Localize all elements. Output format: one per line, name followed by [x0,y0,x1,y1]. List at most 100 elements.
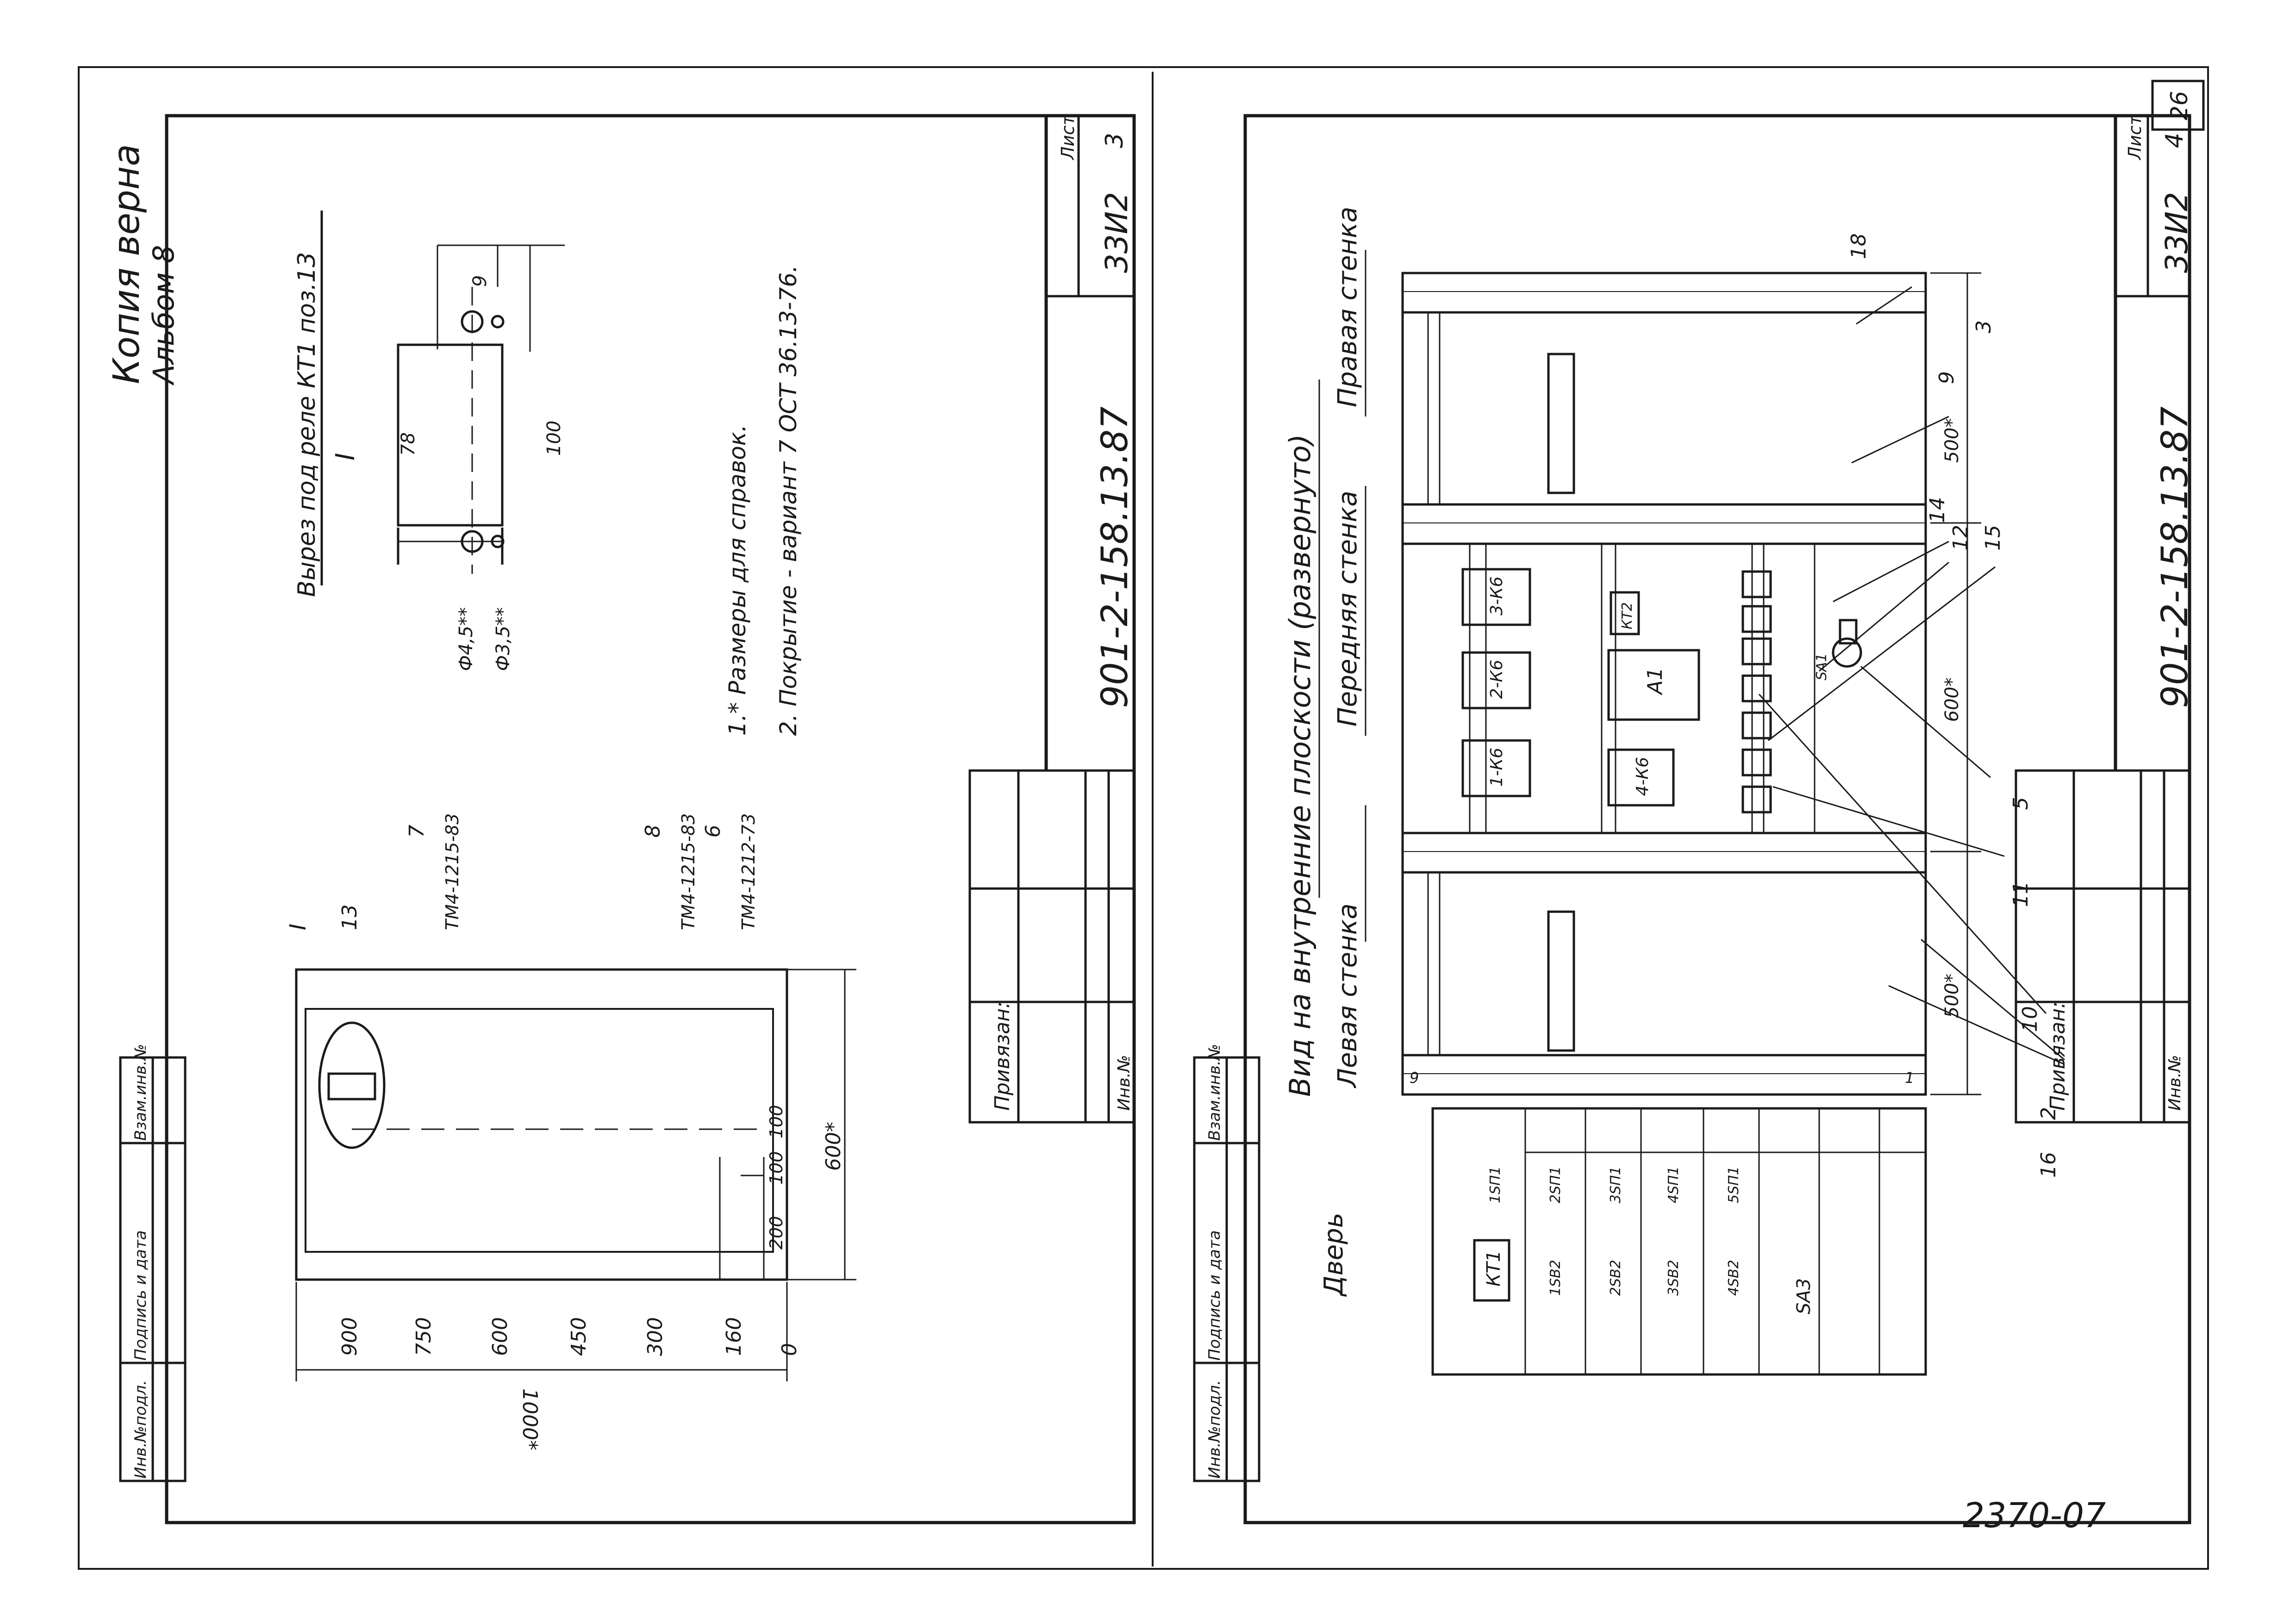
callout-14: 14 [1926,497,1949,523]
corner-number: 26 [2166,91,2193,120]
door-lamp-5: 5SП1 [1726,1166,1742,1203]
sheet3-privyazan-table [968,769,1136,1124]
sheet4-privyazan-table [2015,769,2191,1124]
stamp-vzam: Взам.инв.№ [131,1044,150,1141]
stamp4-inv-orig: Инв.№подл. [1205,1380,1224,1479]
stamp4-vzam: Взам.инв.№ [1205,1044,1224,1141]
dim-600s4: 600* [1941,678,1963,722]
dim-1000: 1000* [518,1388,542,1450]
callout-9: 9 [1935,371,1959,384]
block-2-k6-label: 2-К6 [1487,660,1506,699]
door-relay-kt1 [1473,1239,1510,1302]
block-1-k6-label: 1-К6 [1487,748,1506,787]
dim-78: 78 [398,432,419,456]
archive-number: 2370-07 [1963,1496,2106,1536]
callout-7: 7 [405,825,429,838]
note1: 1.* Размеры для справок. [724,424,751,736]
door-btn-1: 1SВ2 [1547,1260,1564,1296]
dim-500a: 500* [1941,418,1963,463]
row-dim-750: 750 [412,1317,436,1356]
door-relay-label: КТ1 [1483,1250,1504,1287]
sheet4-doc-code: 901-2-158.13.87 [2154,406,2196,708]
callout-12: 12 [1949,525,1972,551]
row-dim-160: 160 [722,1317,746,1356]
row-dim-450: 450 [567,1317,591,1356]
door-btn-3: 3SВ2 [1666,1260,1682,1296]
dim-hole2: Ф3,5** [493,607,514,671]
left-wall-label: Левая стенка [1333,903,1363,1088]
block-a1-label: А1 [1643,667,1667,696]
front-wall-label: Передняя стенка [1333,491,1363,727]
callout-16: 16 [2037,1152,2060,1178]
sheet4-frame [1243,114,2191,1524]
block-3-k6 [1461,568,1531,626]
callout-15: 15 [1981,525,2005,551]
door-btn-2: 2SВ2 [1608,1260,1624,1296]
dim-100: 100 [543,421,565,456]
relay-kt2-label: КТ2 [1619,602,1635,629]
panel-plan-outer [295,968,788,1281]
dim-200: 200 [766,1216,786,1250]
stamp-inv-orig: Инв.№подл. [131,1380,150,1479]
sheet4-label: Лист [2125,114,2145,161]
callout-13: 13 [338,904,362,930]
rail-tick-9: 9 [1410,1069,1419,1087]
sheet3-doc-suffix: 33И2 [1099,192,1135,273]
sheet4-privyazan: Привязан: [2046,1001,2070,1111]
sheet4-doc-suffix: 33И2 [2159,192,2195,273]
callout-8-ref: ТМ4-1215-83 [678,813,699,930]
relay-cutout-outline [318,1021,386,1149]
album-label: Альбом 8 [147,245,181,386]
switch-sa3: SА3 [1793,1278,1815,1314]
note2: 2. Покрытие - вариант 7 ОСТ 36.13-76. [775,265,802,736]
callout-2: 2 [2037,1107,2060,1120]
callout-7-ref: ТМ4-1215-83 [442,813,462,930]
stamp4-signature: Подпись и дата [1205,1230,1224,1361]
sheet4-number: 4 [2161,133,2189,148]
sheet3-privyazan: Привязан: [991,1001,1014,1111]
view-title: Вид на внутренние плоскости (развернуто) [1283,434,1317,1097]
switch-sa1 [1832,637,1862,668]
row-dim-900: 900 [338,1317,362,1356]
callout-10: 10 [2018,1006,2042,1032]
relay-kt2 [1610,591,1640,635]
cutout-rect [397,343,504,527]
dim-500b: 500* [1941,974,1963,1018]
sheet3-doc-code: 901-2-158.13.87 [1094,406,1136,708]
row-dim-300: 300 [643,1317,667,1356]
row-dim-600: 600 [488,1317,512,1356]
cutout-title: Вырез под реле КТ1 поз.13 [293,252,321,597]
right-terminal-block [1547,353,1575,494]
right-wall-label: Правая стенка [1333,207,1363,407]
row-dim-0: 0 [778,1343,801,1356]
sheet3-label: Лист [1058,114,1078,161]
rail-tick-1: 1 [1905,1069,1914,1087]
block-4-k6 [1607,748,1675,807]
dim-100a: 100 [766,1151,786,1185]
callout-18: 18 [1847,233,1871,259]
block-1-k6 [1461,739,1531,797]
dim-hole1: Ф4,5** [455,607,477,671]
door-lamp-3: 3SП1 [1608,1166,1624,1203]
callout-3: 3 [1972,320,1996,333]
callout-5: 5 [2009,797,2033,810]
sheet3-number: 3 [1101,133,1129,148]
callout-11: 11 [2009,881,2033,907]
switch-sa1-label: SА1 [1814,653,1830,680]
copy-mark: Копия верна [106,144,148,384]
block-4-k6-label: 4-К6 [1633,757,1652,796]
callout-I: I [285,924,311,930]
stamp-signature: Подпись и дата [131,1230,150,1361]
callout-6: 6 [701,825,725,838]
callout-8: 8 [641,825,665,838]
callout-6-ref: ТМ4-1212-73 [738,813,759,930]
outer-frame [78,66,2209,1570]
corner-number-box [2151,80,2205,131]
block-a1 [1607,649,1700,721]
door-btn-4: 4SВ2 [1726,1260,1742,1296]
dim-9: 9 [469,275,491,287]
door-lamp-1: 1SП1 [1487,1166,1504,1203]
block-2-k6 [1461,651,1531,709]
door-lamp-4: 4SП1 [1666,1166,1682,1203]
